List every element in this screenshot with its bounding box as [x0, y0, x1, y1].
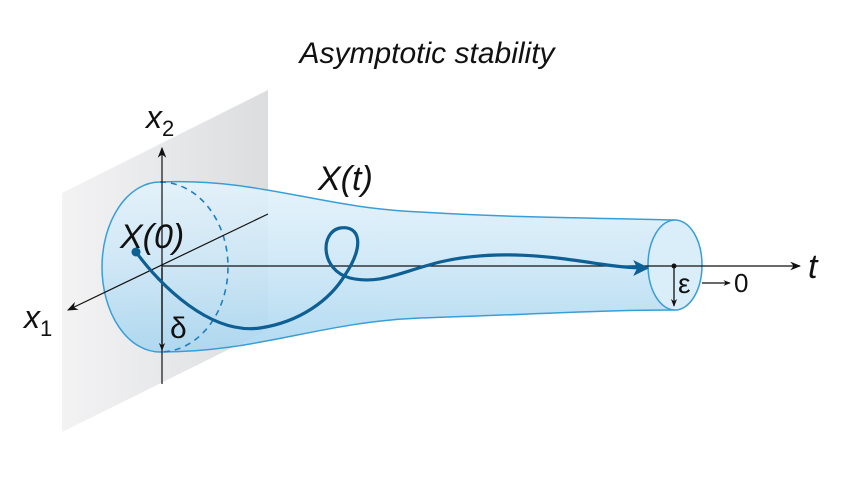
axis-t-label: t [808, 248, 819, 286]
initial-point-label: X(0) [119, 218, 184, 256]
diagram-title: Asymptotic stability [297, 37, 556, 70]
delta-label: δ [170, 312, 187, 345]
axis-x2-label: x2 [144, 99, 174, 141]
trajectory-curve [134, 226, 650, 331]
epsilon-label: ε [678, 268, 690, 299]
stability-tube [101, 180, 676, 353]
limit-value-label: 0 [734, 268, 748, 298]
end-center-dot [671, 263, 677, 269]
axis-x1-label: x1 [22, 299, 52, 341]
trajectory-label: X(t) [317, 160, 373, 198]
initial-point-dot [131, 247, 141, 257]
axis-x1 [67, 213, 269, 311]
